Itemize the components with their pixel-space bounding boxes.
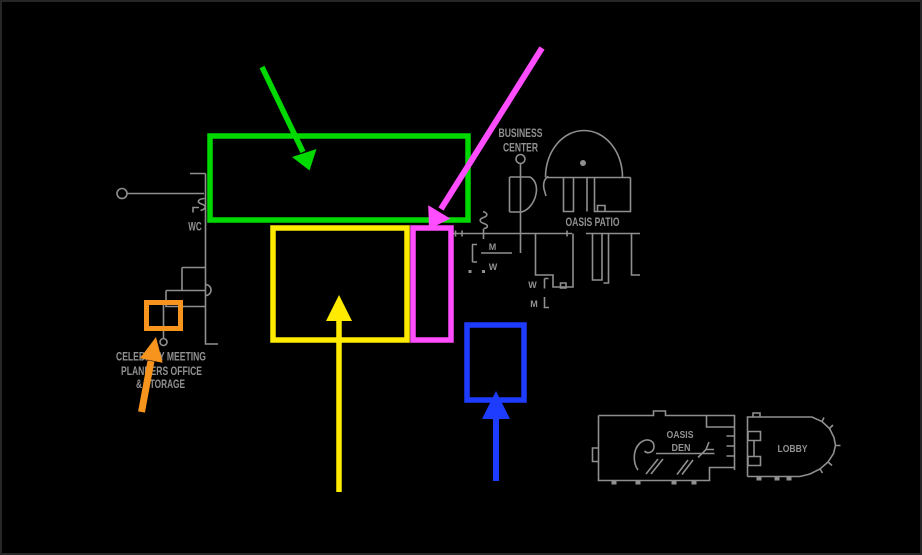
lobby-label: LOBBY bbox=[778, 443, 808, 455]
oasis-patio-structure bbox=[544, 129, 632, 213]
magenta-arrow-line bbox=[438, 46, 545, 211]
orange-highlight-rect bbox=[144, 300, 183, 331]
oasis-den-outline bbox=[591, 410, 736, 482]
patio-dot bbox=[580, 160, 586, 166]
green-highlight-rect bbox=[207, 133, 471, 223]
blue-highlight-rect bbox=[464, 322, 527, 403]
yellow-arrow-head bbox=[326, 295, 352, 321]
floor-plan-fills bbox=[468, 160, 792, 485]
restroom-m2-label: M bbox=[530, 299, 538, 309]
business-center-label-1: BUSINESS bbox=[499, 128, 543, 140]
green-arrow-head bbox=[292, 149, 317, 171]
office-node-circle bbox=[159, 337, 168, 347]
business-center-label-2: CENTER bbox=[503, 143, 539, 155]
orange-arrow-head bbox=[140, 337, 163, 363]
corridor-restroom-walls bbox=[452, 210, 640, 309]
wc-label: WC bbox=[188, 222, 202, 234]
magenta-arrow-head bbox=[428, 205, 451, 229]
restroom-w1-label: W bbox=[489, 262, 498, 272]
restroom-m1-label: M bbox=[489, 242, 497, 252]
lobby-outline bbox=[746, 412, 841, 478]
annotations bbox=[138, 46, 545, 492]
orange-arrow-line bbox=[138, 360, 155, 413]
plan-node-circle bbox=[116, 187, 128, 200]
west-wing-walls bbox=[127, 172, 218, 345]
floor-plan-lines bbox=[116, 129, 841, 482]
restroom-w2-label: W bbox=[528, 280, 537, 290]
oasis-den-interior bbox=[633, 439, 715, 475]
business-center-room bbox=[508, 164, 549, 253]
oasis-den-label-1: OASIS bbox=[667, 430, 694, 441]
oasis-den-label-2: DEN bbox=[672, 443, 691, 454]
celebrity-office-label-2: PLANNERS OFFICE bbox=[121, 366, 202, 378]
green-arrow-line bbox=[259, 65, 306, 154]
blue-arrow-head bbox=[482, 391, 510, 419]
small-tabs bbox=[468, 270, 792, 485]
magenta-highlight-rect bbox=[410, 225, 454, 343]
oasis-patio-label: OASIS PATIO bbox=[566, 217, 620, 229]
business-center-node bbox=[515, 153, 526, 165]
